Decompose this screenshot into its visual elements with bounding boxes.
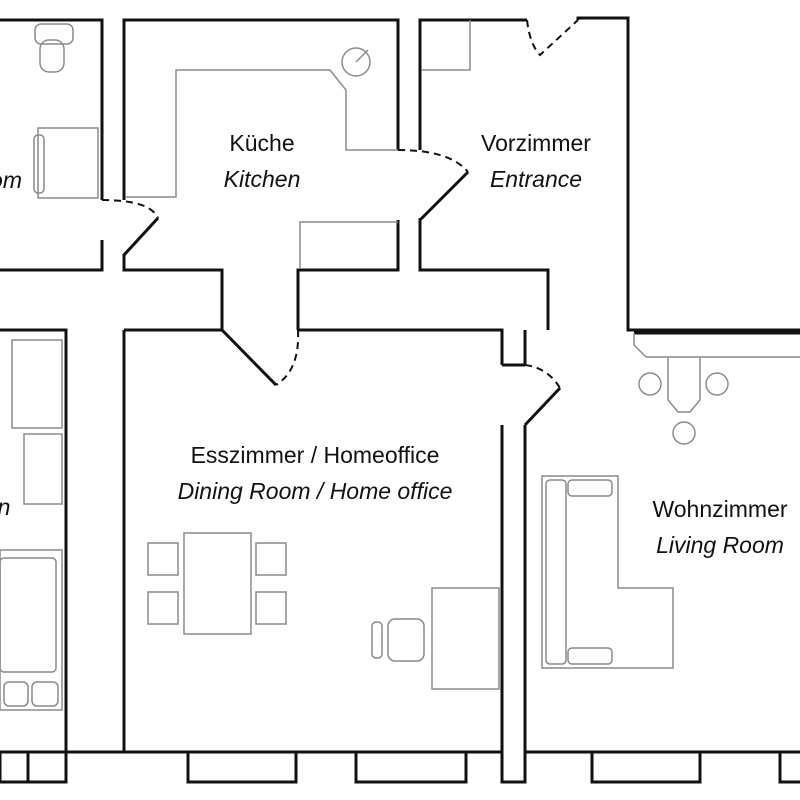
- stool: [638, 372, 662, 396]
- entrance-label-en: Entrance: [490, 166, 582, 192]
- chair: [255, 542, 287, 576]
- chair: [255, 591, 287, 625]
- kitchen-cabinet: [299, 221, 398, 268]
- sofa: [541, 475, 674, 669]
- bar-table: [667, 357, 701, 413]
- chair: [147, 591, 179, 625]
- office-chair-back: [371, 621, 383, 659]
- stool: [705, 372, 729, 396]
- office-desk: [431, 587, 500, 690]
- kitchen-counter: [126, 69, 398, 198]
- washer: [37, 127, 99, 199]
- kitchen-label-en: Kitchen: [224, 166, 301, 192]
- sofa-cushion-top: [567, 479, 613, 497]
- stool: [672, 421, 696, 445]
- sofa-cushion-bottom: [567, 647, 613, 665]
- toilet-bowl: [39, 39, 65, 73]
- entrance-door-arc: [526, 19, 579, 57]
- living-label-en: Living Room: [656, 532, 784, 558]
- stove-knob: [355, 49, 369, 63]
- dining-door-arc: [275, 329, 300, 386]
- bed-mattress: [0, 557, 57, 673]
- dining-wall: [122, 328, 504, 754]
- toilet-tank: [34, 23, 74, 45]
- walls: [0, 16, 800, 784]
- bathroom-label-en: om: [0, 167, 22, 193]
- dining-label-en: Dining Room / Home office: [178, 478, 453, 504]
- bathroom-door-arc: [101, 199, 159, 219]
- kitchen-door-arc: [397, 149, 469, 173]
- kitchen-label-de: Küche: [229, 130, 294, 156]
- pillow-1: [3, 681, 29, 707]
- living-label-de: Wohnzimmer: [652, 496, 787, 522]
- washer-door: [33, 134, 45, 194]
- bedroom-label-en: n: [0, 494, 10, 520]
- bedroom-wardrobe-2: [23, 433, 63, 505]
- kitchen-wall: [122, 18, 400, 330]
- bed-frame: [0, 549, 63, 711]
- window-notches: [0, 750, 800, 784]
- doors: [101, 19, 579, 389]
- office-chair: [387, 618, 425, 662]
- bedroom-wardrobe-1: [11, 339, 63, 429]
- dining-table: [183, 532, 252, 635]
- entrance-label-de: Vorzimmer: [481, 130, 591, 156]
- living-door-arc: [524, 364, 561, 389]
- counter-edge: [633, 333, 800, 358]
- bedroom-wall: [0, 328, 68, 754]
- chair: [147, 542, 179, 576]
- pillow-2: [31, 681, 59, 707]
- dining-label-de: Esszimmer / Homeoffice: [191, 442, 440, 468]
- stove-burner: [341, 47, 371, 77]
- furniture: [0, 20, 800, 711]
- kitchen-entrance-doorway: [418, 170, 470, 222]
- room-labels: om Küche Kitchen Vorzimmer Entrance n Es…: [0, 130, 788, 558]
- entrance-wall: [418, 16, 800, 332]
- dining-living-doorway: [502, 330, 562, 427]
- entrance-wardrobe: [422, 20, 471, 71]
- bathroom-wall: [0, 18, 104, 272]
- sofa-arm: [545, 479, 567, 665]
